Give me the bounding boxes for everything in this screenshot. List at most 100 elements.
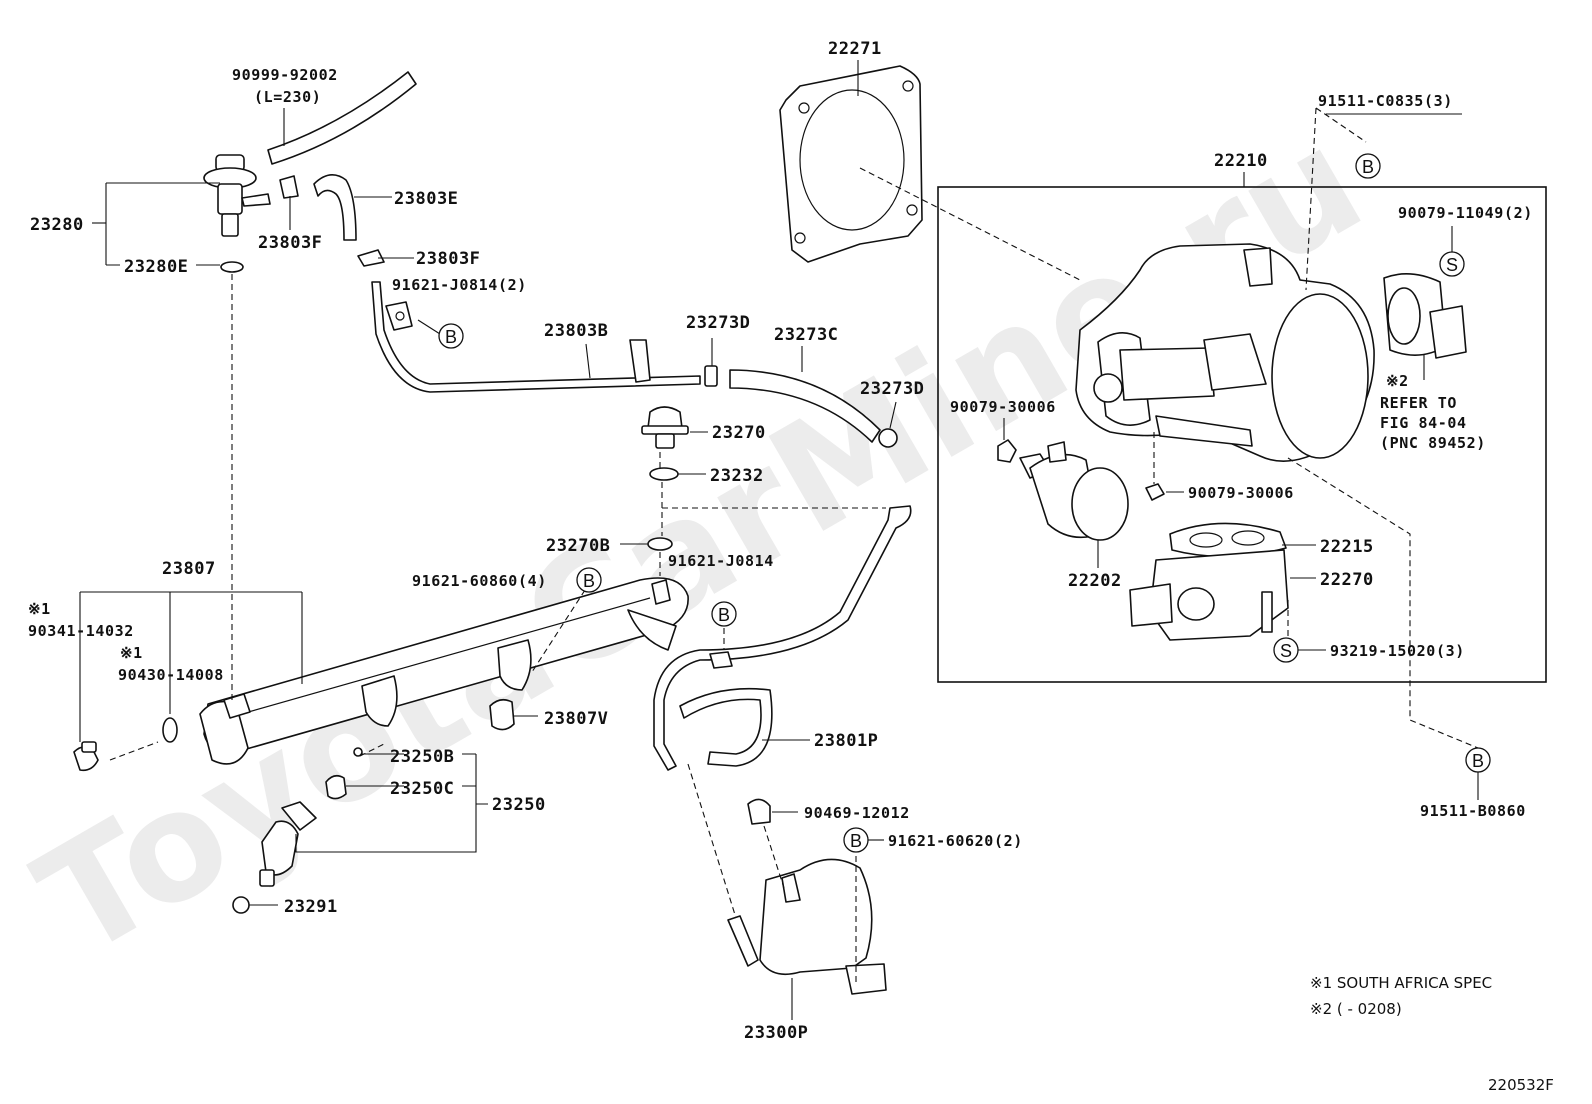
label-22270: 22270 (1320, 570, 1374, 590)
hose-90999 (267, 71, 417, 165)
fuel-pipe-return (653, 505, 912, 771)
svg-text:B: B (718, 605, 730, 625)
label-23801P: 23801P (814, 731, 878, 751)
injector-23250 (259, 747, 363, 887)
label-90469-12012: 90469-12012 (804, 804, 910, 822)
leader-lines (79, 60, 1479, 1020)
gasket-22271 (779, 65, 923, 263)
marker-b-1: B (438, 323, 464, 349)
svg-text:B: B (583, 571, 595, 591)
label-23803B: 23803B (544, 321, 608, 341)
label-23270B: 23270B (546, 536, 610, 556)
svg-text:B: B (850, 831, 862, 851)
label-93219-15020: 93219-15020(3) (1330, 642, 1465, 660)
label-90079-30006-b: 90079-30006 (1188, 484, 1294, 502)
svg-text:S: S (1446, 255, 1458, 275)
label-23807V: 23807V (544, 709, 608, 729)
pressure-regulator (203, 154, 271, 237)
label-90430-14008: 90430-14008 (118, 666, 224, 684)
label-23280E: 23280E (124, 257, 188, 277)
clip-23803F-upper (279, 175, 299, 199)
pulsation-damper-23270 (641, 406, 689, 449)
hose-23803E (313, 174, 357, 241)
label-91621-J0814: 91621-J0814 (668, 552, 774, 570)
label-22215: 22215 (1320, 537, 1374, 557)
fuel-pipe-23803B (371, 281, 701, 393)
label-23270: 23270 (712, 423, 766, 443)
label-91511-B0860: 91511-B0860 (1420, 802, 1526, 820)
nut-90079-30006-a (997, 439, 1017, 463)
marker-b-4: B (711, 601, 737, 627)
label-23273D-a: 23273D (686, 313, 750, 333)
label-90999-92002: 90999-92002 (232, 66, 338, 84)
label-23291: 23291 (284, 897, 338, 917)
throttle-body-assy-box (937, 186, 1547, 683)
svg-text:B: B (1472, 751, 1484, 771)
svg-text:B: B (1362, 157, 1374, 177)
label-23807: 23807 (162, 559, 216, 579)
clip-23273D-a (704, 365, 718, 387)
ref-note-line-1: REFER TO (1380, 394, 1457, 412)
insulator-23807V (489, 698, 515, 731)
oring-23291 (232, 896, 250, 914)
gasket-23270B (647, 537, 673, 551)
fuel-rail-23807 (199, 577, 689, 765)
label-23250C: 23250C (390, 779, 454, 799)
marker-b-6: B (843, 827, 869, 853)
ref-note-line-3: (PNC 89452) (1380, 434, 1486, 452)
label-23250B: 23250B (390, 747, 454, 767)
gasket-23232 (649, 467, 679, 481)
dashed-guide-lines (109, 107, 1479, 986)
label-91621-60620: 91621-60620(2) (888, 832, 1023, 850)
label-90430-mark: ※1 (120, 644, 143, 662)
plug-90341 (73, 741, 99, 772)
oring-23280E (220, 261, 244, 273)
footnotes: ※1 SOUTH AFRICA SPEC ※2 ( - 0208) 220532… (1310, 974, 1554, 1094)
label-91621-60860: 91621-60860(4) (412, 572, 547, 590)
gasket-22215 (1169, 522, 1287, 558)
label-91621-J0814-2: 91621-J0814(2) (392, 276, 527, 294)
nut-90079-30006-b (1145, 483, 1165, 501)
footnote-2: ※2 ( - 0208) (1310, 1000, 1402, 1018)
label-90999-length: (L=230) (254, 88, 321, 106)
clip-23803F-lower (357, 249, 385, 267)
marker-b-3: B (576, 567, 602, 593)
label-23803F-lower: 23803F (416, 249, 480, 269)
idle-air-valve-22270 (1129, 549, 1289, 641)
label-22271: 22271 (828, 39, 882, 59)
label-23803F-upper: 23803F (258, 233, 322, 253)
svg-text:S: S (1280, 641, 1292, 661)
vsv-23300P (727, 858, 887, 995)
label-22210: 22210 (1214, 151, 1268, 171)
label-90079-30006-a: 90079-30006 (950, 398, 1056, 416)
label-90079-11049: 90079-11049(2) (1398, 204, 1533, 222)
throttle-body-22210 (1075, 243, 1375, 462)
label-23250: 23250 (492, 795, 546, 815)
isc-valve-22202 (1019, 441, 1129, 541)
ref-note-mark: ※2 (1386, 372, 1409, 390)
svg-text:B: B (445, 327, 457, 347)
hose-23801P (679, 687, 773, 767)
label-23280: 23280 (30, 215, 84, 235)
clip-23273D-b (878, 428, 898, 448)
label-23300P: 23300P (744, 1023, 808, 1043)
hose-23273C (729, 369, 881, 443)
gasket-90430 (162, 717, 178, 743)
callout-labels: 90999-92002 (L=230) 23280 23280E 23803F … (28, 39, 1533, 1043)
footnote-1: ※1 SOUTH AFRICA SPEC (1310, 974, 1492, 992)
label-23232: 23232 (710, 466, 764, 486)
marker-s-1: S (1439, 251, 1465, 277)
label-23273D-b: 23273D (860, 379, 924, 399)
label-23803E: 23803E (394, 189, 458, 209)
label-23273C: 23273C (774, 325, 838, 345)
label-91511-C0835: 91511-C0835(3) (1318, 92, 1453, 110)
figure-code: 220532F (1488, 1076, 1554, 1094)
label-90341-14032: 90341-14032 (28, 622, 134, 640)
sensor-90079-11049 (1383, 273, 1467, 359)
marker-b-2: B (1355, 153, 1381, 179)
ref-note-line-2: FIG 84-04 (1380, 414, 1467, 432)
label-22202: 22202 (1068, 571, 1122, 591)
label-90341-mark: ※1 (28, 600, 51, 618)
